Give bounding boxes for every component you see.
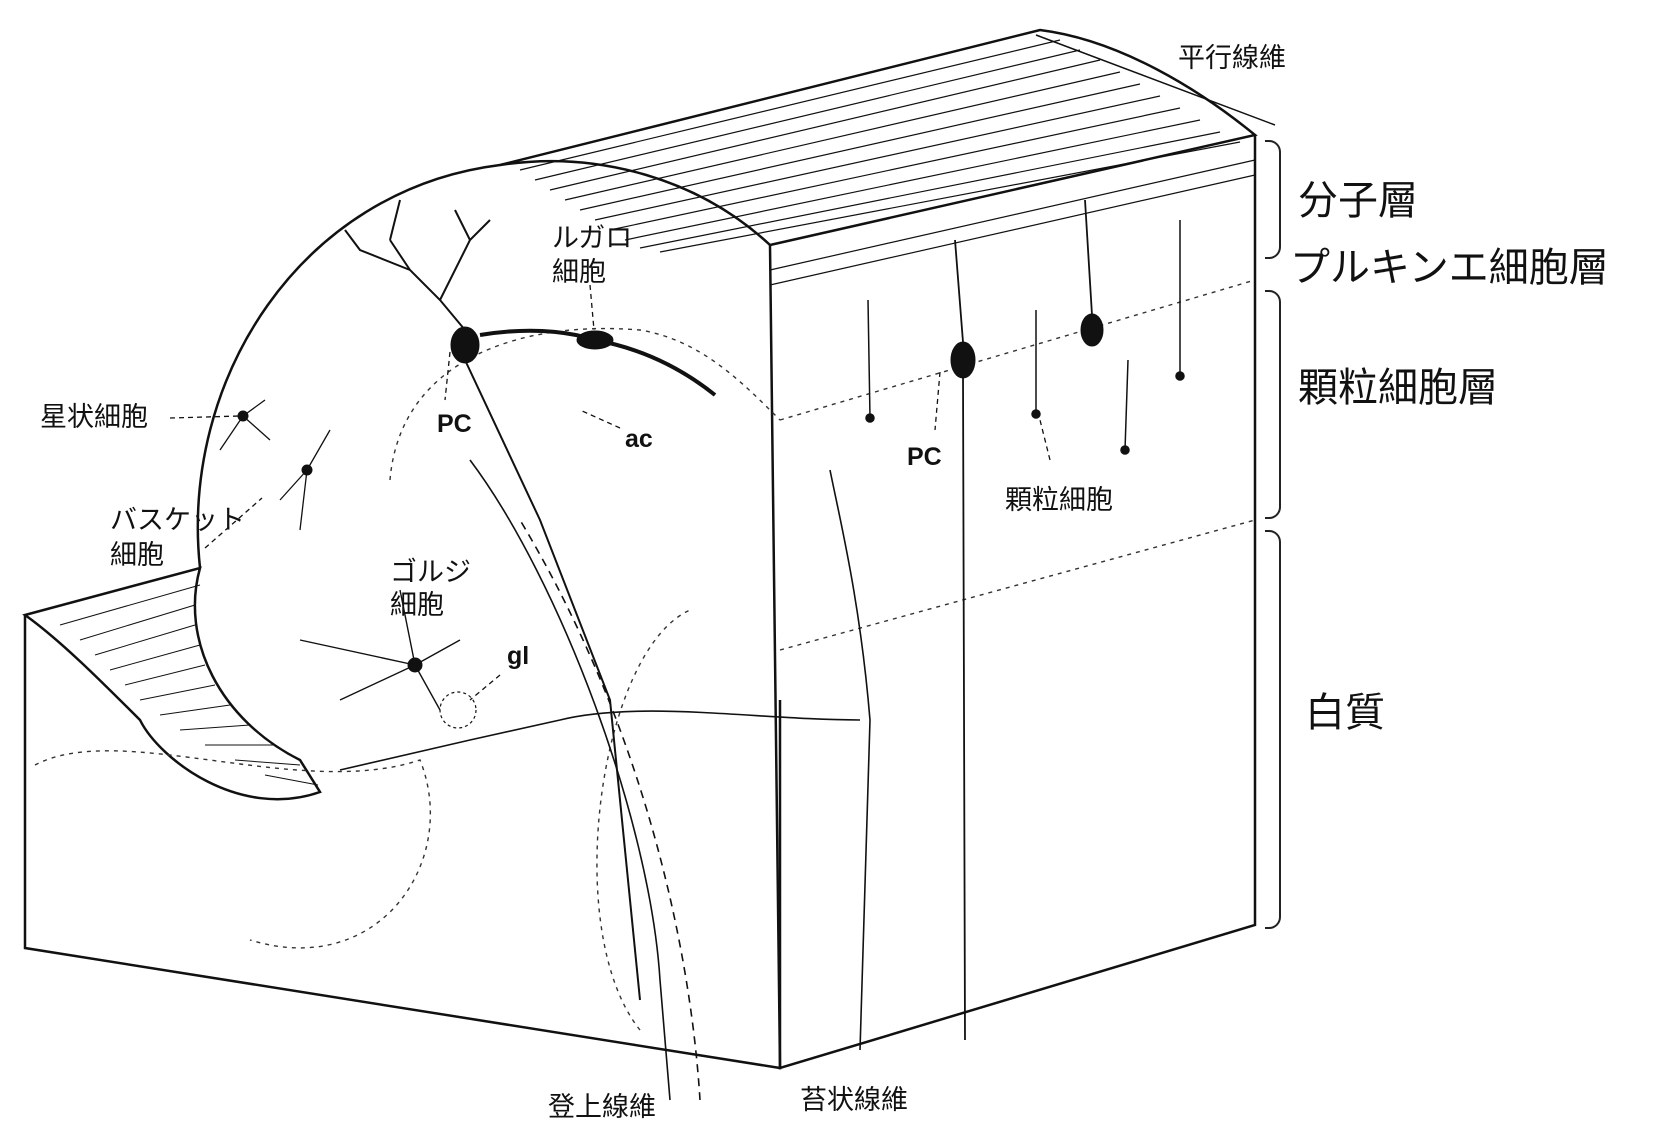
granular-layer-brace: [1265, 290, 1281, 519]
white-matter-arc-2: [596, 609, 691, 1031]
parallel-fiber-label: 平行線維: [1178, 43, 1286, 74]
glomerulus: [439, 691, 477, 729]
lower-folium-outline: [22, 566, 322, 801]
climbing-fibers: [469, 459, 701, 1101]
basket-cell: [279, 429, 331, 531]
parallel-fiber-leader: [1035, 34, 1276, 126]
front-face-outline: [768, 135, 1257, 1070]
ac-label: ac: [625, 425, 653, 453]
granular-boundary-front: [779, 519, 1256, 651]
white-matter-arc: [34, 750, 431, 949]
pc-label-right: PC: [907, 443, 942, 471]
gl-label: gl: [507, 642, 530, 670]
lower-block-outline: [23, 615, 782, 1070]
stellate-cell: [219, 399, 271, 451]
golgi-cell-label-2: 細胞: [390, 590, 444, 621]
granule-cells: [865, 220, 1185, 455]
lugaro-cell-label-1: ルガロ: [552, 223, 633, 254]
basket-cell-label-2: 細胞: [110, 540, 164, 571]
granule-cell-label: 顆粒細胞: [1005, 485, 1113, 516]
purkinje-cell-right: [950, 199, 1104, 1041]
lower-folium-hatching: [59, 584, 319, 786]
molecular-layer-brace: [1265, 140, 1281, 259]
leader-lines: [169, 284, 1051, 701]
lugaro-cell: [479, 328, 717, 397]
stellate-cell-label: 星状細胞: [40, 402, 148, 433]
purkinje-boundary-front: [779, 279, 1256, 421]
parallel-fiber-lines: [519, 39, 1256, 286]
climbing-fiber-label: 登上線維: [548, 1092, 656, 1123]
mossy-fibers: [339, 469, 871, 1051]
purkinje-layer-label: プルキンエ細胞層: [1290, 245, 1609, 291]
mossy-fiber-label: 苔状線維: [800, 1085, 908, 1116]
folium-arc-outline: [196, 159, 771, 569]
granular-layer-label: 顆粒細胞層: [1298, 365, 1498, 411]
white-matter-brace: [1265, 530, 1281, 929]
golgi-cell: [299, 589, 461, 711]
granular-boundary-arc: [389, 327, 781, 481]
molecular-layer-label: 分子層: [1298, 178, 1418, 224]
purkinje-cell-left: [344, 199, 641, 1001]
basket-cell-label-1: バスケット: [110, 505, 245, 536]
lugaro-cell-label-2: 細胞: [552, 257, 606, 288]
golgi-cell-label-1: ゴルジ: [390, 557, 471, 588]
white-matter-label: 白質: [1305, 690, 1385, 736]
pc-label-left: PC: [437, 410, 472, 438]
top-surface-outline: [499, 28, 1258, 247]
